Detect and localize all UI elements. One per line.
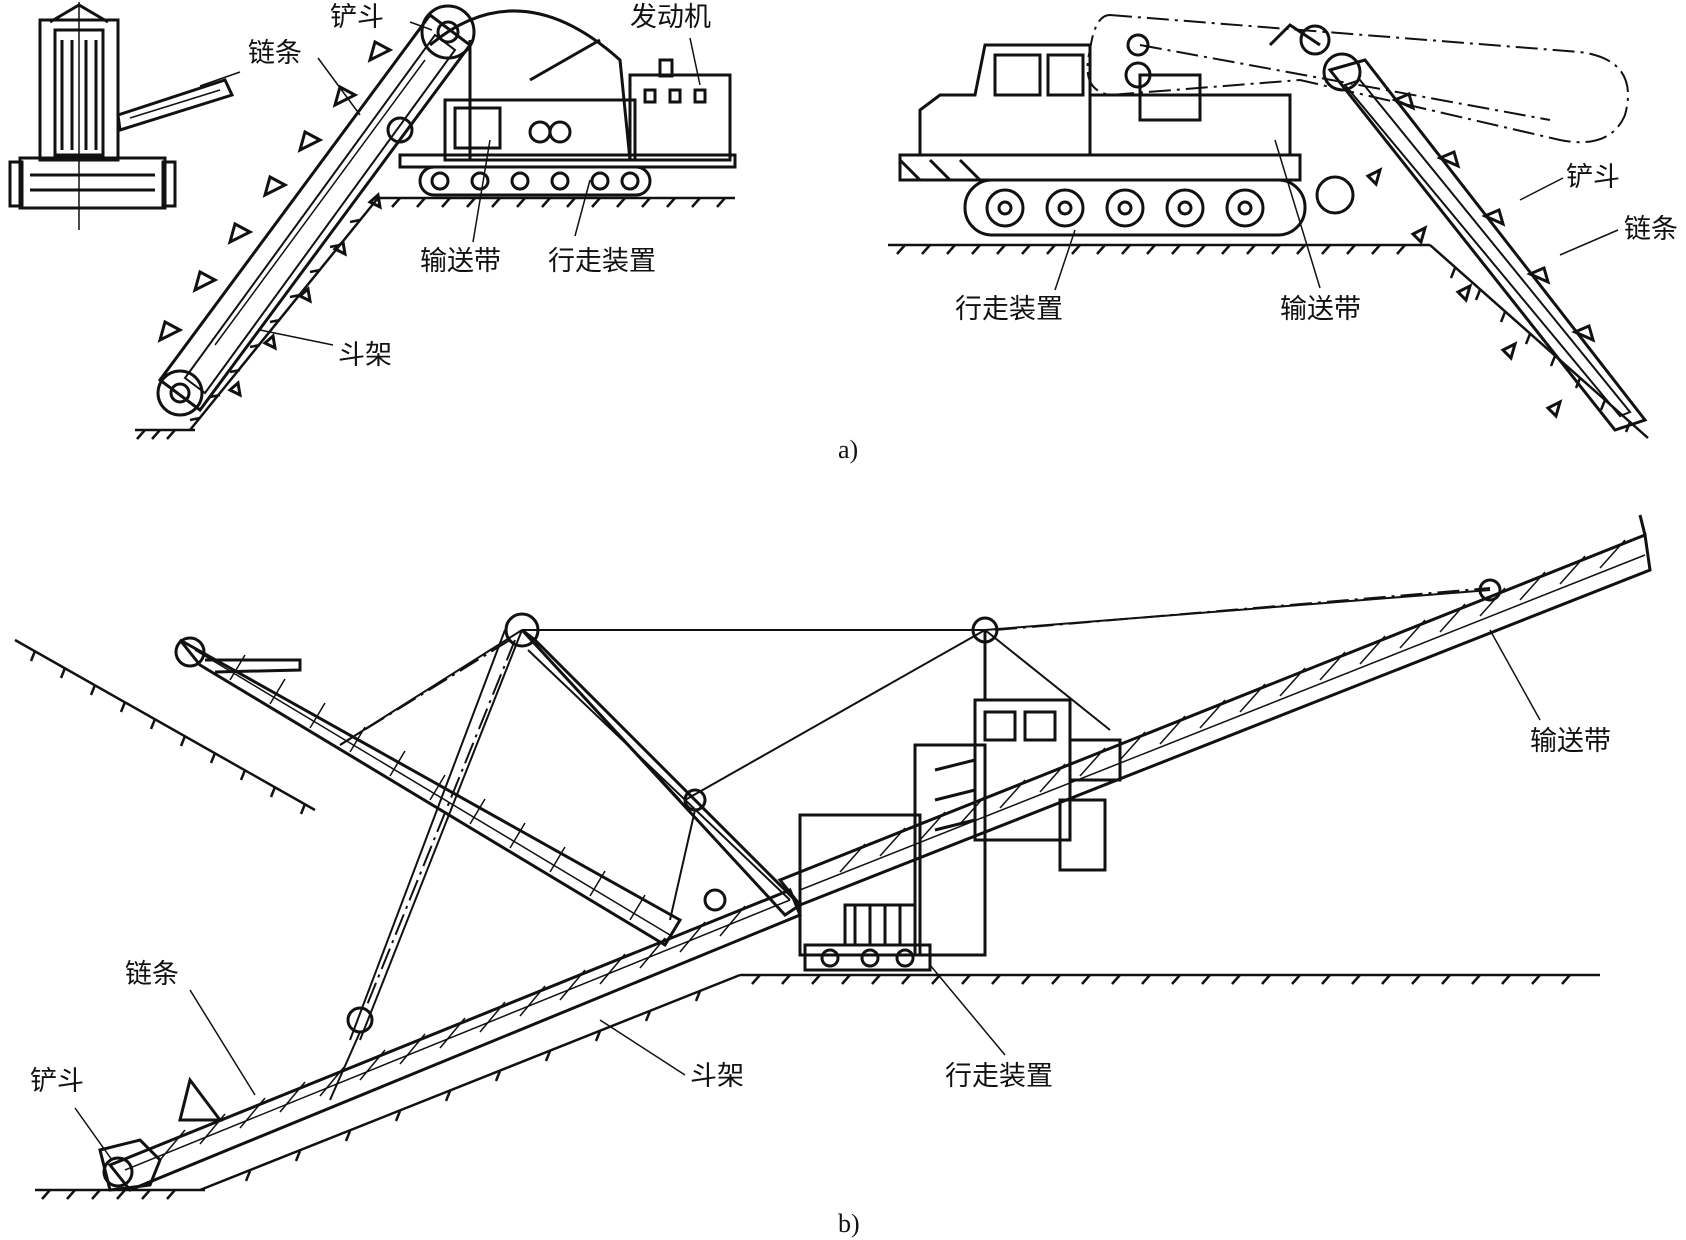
- upper-digging-boom: [174, 636, 683, 948]
- digging-boom-left: [156, 4, 476, 417]
- figure-a-left-machine: 铲斗 链条 发动机 输送带 行走装置 斗架: [8, 2, 737, 440]
- label-conveyor-a-left: 输送带: [420, 246, 501, 277]
- caption-figure-a: a): [838, 435, 858, 464]
- machine-body-b: [798, 630, 1122, 972]
- raised-boom-outline: [1086, 13, 1629, 144]
- leader-lines-b: [74, 629, 1541, 1161]
- label-conveyor-a-right: 输送带: [1280, 294, 1361, 325]
- label-chain-a-left: 链条: [248, 38, 302, 69]
- ground-profile-left: [135, 196, 735, 440]
- label-travel-a-right: 行走装置: [955, 294, 1063, 325]
- digging-boom-right: [1268, 23, 1648, 432]
- tracked-vehicle-right: [898, 33, 1355, 237]
- label-bucket-a-right: 铲斗: [1566, 162, 1620, 193]
- leader-lines-right: [1054, 139, 1619, 291]
- label-travel-b: 行走装置: [945, 1061, 1053, 1092]
- figure-a-right-machine: 铲斗 链条 行走装置 输送带: [888, 13, 1678, 439]
- ground-profile-right: [888, 243, 1649, 439]
- label-engine-a-left: 发动机: [630, 2, 711, 33]
- label-frame-a-left: 斗架: [338, 340, 392, 371]
- dash-dot-lines-b: [339, 587, 1491, 1011]
- label-frame-b: 斗架: [690, 1061, 744, 1092]
- label-conveyor-b: 输送带: [1530, 726, 1611, 757]
- ground-profile-b: [14, 638, 1600, 1200]
- label-bucket-a-left: 铲斗: [330, 2, 384, 33]
- label-travel-a-left: 行走装置: [548, 246, 656, 277]
- caption-figure-b: b): [838, 1209, 860, 1238]
- machine-body-left: [398, 9, 737, 197]
- conveyor-truss-b: [777, 514, 1652, 907]
- label-bucket-b: 铲斗: [30, 1066, 84, 1097]
- lower-digging-boom: [98, 888, 802, 1192]
- front-view-drawing: [8, 2, 241, 230]
- label-chain-b: 链条: [125, 959, 179, 990]
- figure-b-machine: 链条 铲斗 斗架 行走装置 输送带: [14, 514, 1652, 1200]
- label-chain-a-right: 链条: [1624, 214, 1678, 245]
- leader-lines-left: [259, 21, 701, 346]
